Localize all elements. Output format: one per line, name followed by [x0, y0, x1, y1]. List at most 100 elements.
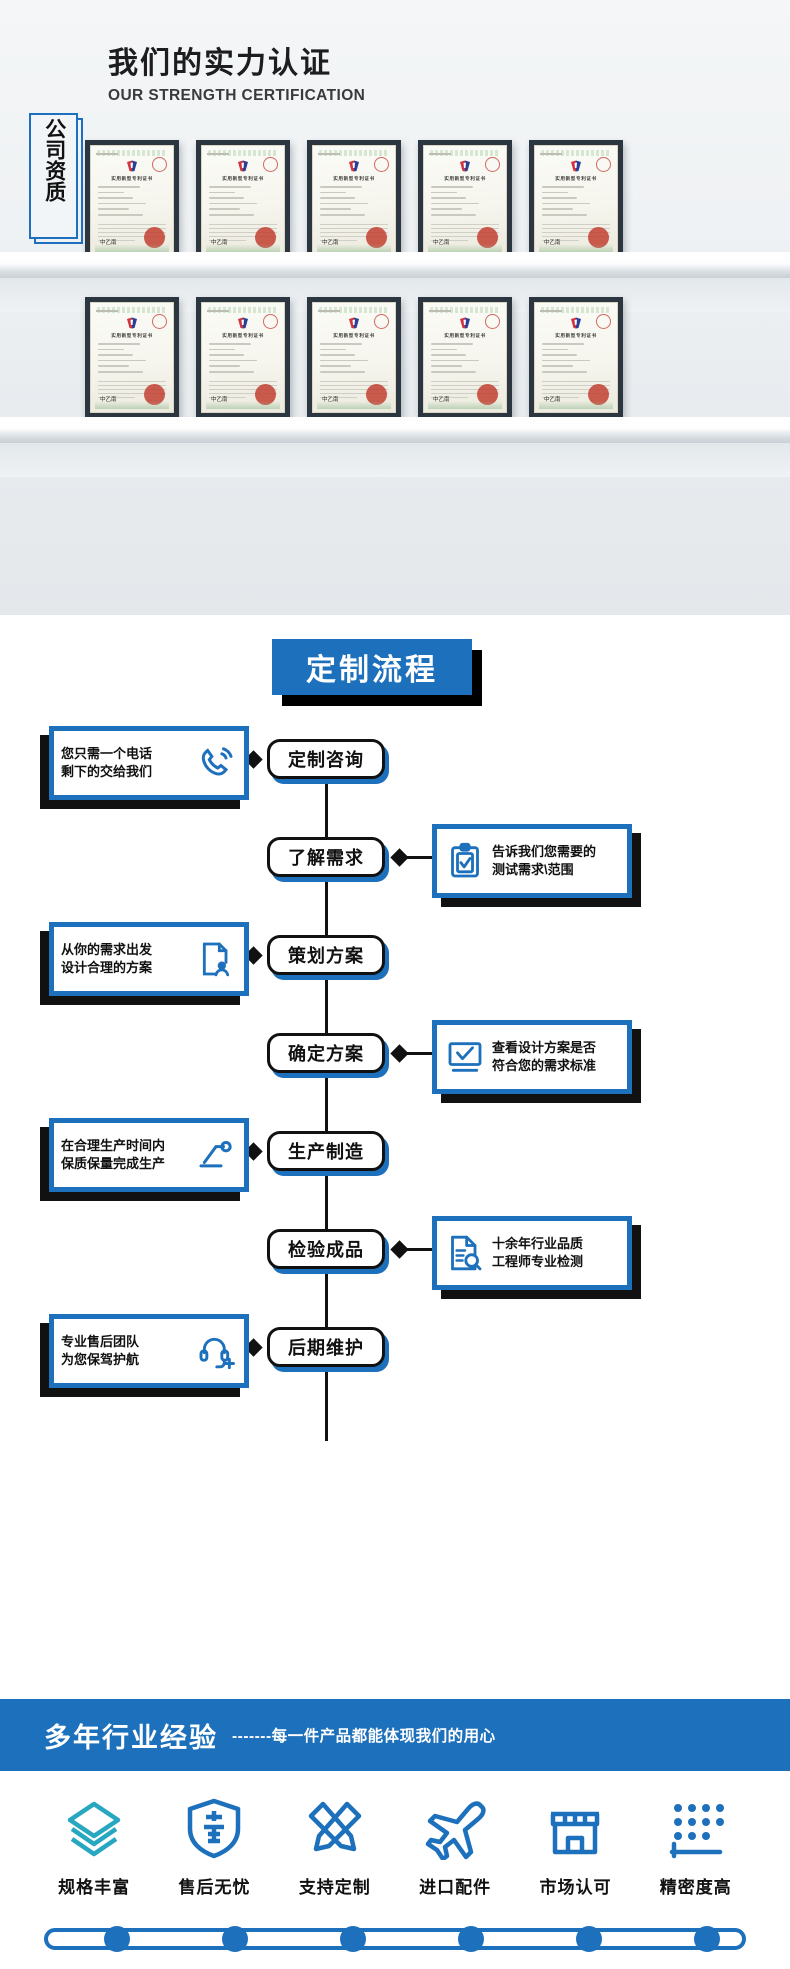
certificate-paragraph — [98, 224, 166, 243]
step-pill[interactable]: 检验成品 — [267, 1229, 385, 1269]
certificate-7: 实用新型专利证书中乙南 — [196, 297, 290, 418]
certificate-row-2: 实用新型专利证书中乙南实用新型专利证书中乙南实用新型专利证书中乙南实用新型专利证… — [85, 297, 623, 418]
certificate-title: 实用新型专利证书 — [333, 176, 375, 181]
card-text: 在合理生产时间内 保质保量完成生产 — [61, 1137, 166, 1171]
experience-banner-main: 多年行业经验 — [44, 1722, 218, 1753]
certificate-footer-ornament — [206, 401, 280, 409]
certificate-1: 实用新型专利证书中乙南 — [85, 140, 179, 261]
step-label: 检验成品 — [288, 1240, 364, 1260]
certificate-3: 实用新型专利证书中乙南 — [307, 140, 401, 261]
step-pill[interactable]: 了解需求 — [267, 837, 385, 877]
step-pill[interactable]: 定制咨询 — [267, 739, 385, 779]
process-step-4[interactable]: 确定方案 — [267, 1033, 389, 1078]
process-title-text: 定制流程 — [306, 654, 438, 687]
process-step-1[interactable]: 定制咨询 — [267, 739, 389, 784]
certificate-serial — [96, 153, 118, 155]
card-body: 查看设计方案是否 符合您的需求标准 — [432, 1020, 632, 1094]
experience-banner-sub: -------每一件产品都能体现我们的用心 — [232, 1728, 496, 1745]
certificate-paper: 实用新型专利证书中乙南 — [90, 302, 174, 413]
patent-logo-icon — [127, 317, 137, 329]
certificate-signature: 中乙南 — [100, 397, 117, 403]
certificate-serial — [96, 310, 118, 312]
certificate-field-lines — [431, 186, 499, 220]
certificate-stamp-small — [596, 157, 611, 172]
step-connector-6 — [400, 1248, 433, 1251]
page-title: 我们的实力认证 — [108, 47, 332, 80]
process-title-banner: 定制流程 — [272, 639, 472, 695]
monitor-check-icon — [444, 1036, 486, 1078]
certificate-8: 实用新型专利证书中乙南 — [307, 297, 401, 418]
step-pill[interactable]: 策划方案 — [267, 935, 385, 975]
step-pill[interactable]: 后期维护 — [267, 1327, 385, 1367]
process-step-5[interactable]: 生产制造 — [267, 1131, 389, 1176]
certificate-field-lines — [209, 186, 277, 220]
progress-dot-1 — [104, 1926, 130, 1952]
process-info-card-3: 从你的需求出发 设计合理的方案 — [40, 922, 249, 1005]
certificate-stamp-large — [477, 227, 498, 248]
certificate-6: 实用新型专利证书中乙南 — [85, 297, 179, 418]
process-step-3[interactable]: 策划方案 — [267, 935, 389, 980]
certificate-stamp-large — [255, 227, 276, 248]
certificate-field-lines — [98, 186, 166, 220]
certificate-stamp-large — [366, 384, 387, 405]
certificate-5: 实用新型专利证书中乙南 — [529, 140, 623, 261]
certificate-signature: 中乙南 — [544, 240, 561, 246]
document-user-icon — [195, 938, 237, 980]
vertical-label-company-qualification: 公司资质 — [29, 113, 78, 239]
certificate-serial — [207, 153, 229, 155]
certificate-paragraph — [542, 381, 610, 400]
patent-logo-icon — [349, 160, 359, 172]
certificate-field-lines — [542, 343, 610, 377]
certificate-border-ornament — [208, 150, 278, 156]
process-step-7[interactable]: 后期维护 — [267, 1327, 389, 1372]
process-info-card-4: 查看设计方案是否 符合您的需求标准 — [432, 1020, 641, 1103]
process-info-card-6: 十余年行业品质 工程师专业检测 — [432, 1216, 641, 1299]
patent-logo-icon — [349, 317, 359, 329]
feature-label: 规格丰富 — [58, 1878, 131, 1897]
certificate-field-lines — [320, 343, 388, 377]
step-pill[interactable]: 确定方案 — [267, 1033, 385, 1073]
process-step-6[interactable]: 检验成品 — [267, 1229, 389, 1274]
shelf-bottom — [0, 417, 790, 443]
certificate-border-ornament — [430, 150, 500, 156]
process-step-2[interactable]: 了解需求 — [267, 837, 389, 882]
patent-logo-icon — [127, 160, 137, 172]
certificate-stamp-small — [152, 314, 167, 329]
certificate-signature: 中乙南 — [433, 397, 450, 403]
certificate-paper: 实用新型专利证书中乙南 — [534, 145, 618, 256]
certificate-paragraph — [209, 224, 277, 243]
progress-dot-6 — [694, 1926, 720, 1952]
feature-item-5: 市场认可 — [520, 1789, 630, 1898]
patent-logo-icon — [571, 160, 581, 172]
certificate-paper: 实用新型专利证书中乙南 — [90, 145, 174, 256]
step-label: 定制咨询 — [288, 750, 364, 770]
certificate-stamp-small — [374, 157, 389, 172]
phone-call-icon — [195, 742, 237, 784]
card-text: 您只需一个电话 剩下的交给我们 — [61, 745, 153, 779]
card-body: 告诉我们您需要的 测试需求\范围 — [432, 824, 632, 898]
certificate-row-1: 实用新型专利证书中乙南实用新型专利证书中乙南实用新型专利证书中乙南实用新型专利证… — [85, 140, 623, 261]
certificate-serial — [540, 310, 562, 312]
footer-section: 多年行业经验 -------每一件产品都能体现我们的用心 规格丰富售后无忧支持定… — [0, 1657, 790, 1969]
step-connector-2 — [400, 856, 433, 859]
certificate-paragraph — [542, 224, 610, 243]
card-text: 专业售后团队 为您保驾护航 — [61, 1333, 140, 1367]
step-connector-diamond-4 — [390, 1044, 409, 1063]
certificate-serial — [429, 310, 451, 312]
feature-row: 规格丰富售后无忧支持定制进口配件市场认可精密度高 — [0, 1789, 790, 1898]
certificate-paragraph — [209, 381, 277, 400]
experience-banner: 多年行业经验 -------每一件产品都能体现我们的用心 — [0, 1699, 790, 1771]
step-pill[interactable]: 生产制造 — [267, 1131, 385, 1171]
feature-label: 市场认可 — [539, 1878, 612, 1897]
certificate-signature: 中乙南 — [544, 397, 561, 403]
certificate-signature: 中乙南 — [100, 240, 117, 246]
certificate-field-lines — [320, 186, 388, 220]
shelf-top — [0, 252, 790, 278]
certificate-stamp-small — [485, 314, 500, 329]
feature-item-4: 进口配件 — [400, 1789, 510, 1898]
card-text: 从你的需求出发 设计合理的方案 — [61, 941, 153, 975]
certificate-title: 实用新型专利证书 — [555, 176, 597, 181]
certificate-paragraph — [320, 381, 388, 400]
certificate-border-ornament — [541, 150, 611, 156]
certificate-9: 实用新型专利证书中乙南 — [418, 297, 512, 418]
